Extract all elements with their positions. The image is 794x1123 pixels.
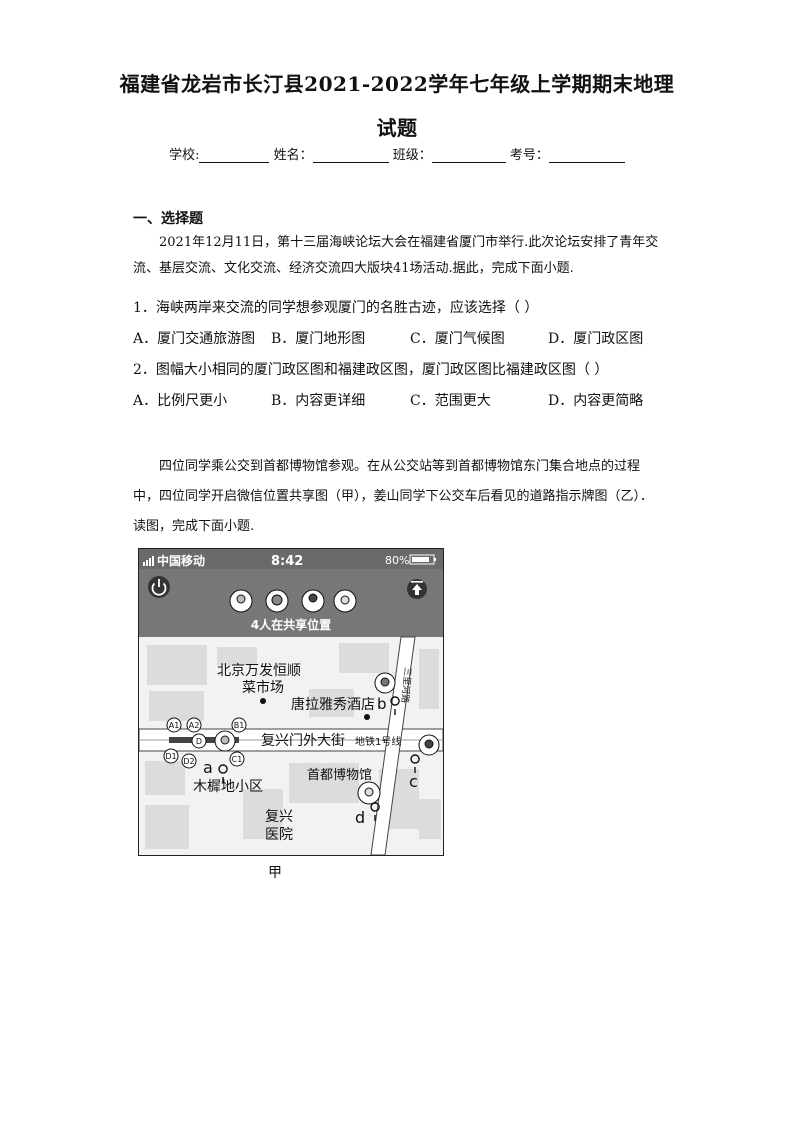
city-blocks: [145, 643, 441, 849]
q2-option-a: A．比例尺更小: [133, 393, 228, 409]
place-label: 菜市场: [242, 679, 284, 696]
point-label-d: d: [355, 808, 365, 827]
map-pin-icon: [218, 764, 228, 783]
power-icon: [148, 576, 170, 598]
exit-label: A2: [189, 721, 200, 730]
avatar-marker-icon: [418, 734, 440, 756]
avatar-icon: [333, 589, 357, 613]
place-label: 唐拉雅秀酒店: [291, 696, 375, 713]
carrier-text: 中国移动: [157, 553, 205, 568]
page-title-line2: 试题: [376, 116, 418, 140]
question-2-stem: 2．图幅大小相同的厦门政区图和福建政区图，厦门政区图比福建政区图（ ）: [133, 362, 609, 378]
student-info-row: 学校: 姓名： 班级： 考号：: [0, 144, 794, 163]
avatar-icon: [265, 589, 289, 613]
exit-label: D2: [183, 757, 194, 766]
market-dot: [260, 698, 266, 704]
q1-option-b: B．厦门地形图: [271, 331, 366, 347]
battery-icon: [409, 554, 436, 565]
q1-option-d: D．厦门政区图: [548, 331, 644, 347]
point-label-b: b: [377, 695, 387, 713]
place-label: 复兴门外大街: [261, 732, 345, 749]
q2-option-d: D．内容更简略: [548, 393, 644, 409]
exam-number-label: 考号：: [509, 148, 549, 163]
name-label: 姓名：: [273, 148, 313, 163]
q2-option-b: B．内容更详细: [271, 393, 366, 409]
question-1-stem: 1．海峡两岸来交流的同学想参观厦门的名胜古迹，应该选择（ ）: [133, 300, 539, 316]
intro-paragraph-1: 2021年12月11日，第十三届海峡论坛大会在福建省厦门市举行.此次论坛安排了青…: [133, 235, 659, 276]
point-label-c: c: [409, 772, 418, 791]
status-bar: [139, 549, 443, 569]
battery-percent: 80%: [385, 554, 409, 567]
hotel-dot: [364, 714, 370, 720]
avatar-marker-icon: [357, 781, 381, 805]
place-label: 复兴: [265, 808, 293, 825]
place-label: 地铁1号线: [355, 735, 401, 748]
class-label: 班级：: [392, 148, 432, 163]
map-pin-icon: [410, 754, 420, 773]
place-label: 医院: [265, 827, 293, 843]
exit-label: B1: [234, 721, 245, 730]
q1-option-c: C．厦门气候图: [410, 331, 505, 347]
location-sharing-map: 中国移动 8:42 80% 4人在共享位置 三里河路: [138, 548, 444, 856]
sharing-count-label: 4人在共享位置: [251, 617, 331, 632]
exit-label: D1: [165, 752, 176, 761]
q2-option-c: C．范围更大: [410, 393, 491, 409]
subway-exits: A1 A2 B1 D D1 D2 C1: [163, 717, 247, 769]
exit-label: C1: [232, 755, 243, 764]
upload-icon: [407, 579, 427, 599]
q1-option-a: A．厦门交通旅游图: [133, 331, 256, 347]
school-label: 学校:: [169, 148, 200, 163]
figure-caption: 甲: [268, 865, 282, 881]
section-heading: 一、选择题: [133, 211, 203, 227]
avatar-icon: [229, 589, 253, 613]
vertical-road-label: 三里河路: [399, 667, 414, 704]
point-label-a: a: [203, 758, 213, 777]
avatar-marker-icon: [374, 672, 396, 694]
clock-text: 8:42: [271, 554, 303, 569]
vertical-road: [370, 636, 416, 855]
map-pin-icon: [370, 802, 380, 821]
avatar-marker-icon: [214, 730, 236, 752]
place-label: 首都博物馆: [307, 768, 372, 783]
place-label: 北京万发恒顺: [217, 663, 301, 679]
exit-label: A1: [169, 721, 180, 730]
map-pin-icon: [390, 696, 400, 715]
exit-label: D: [196, 737, 202, 746]
place-label: 木樨地小区: [193, 779, 263, 795]
page-title-line1: 福建省龙岩市长汀县2021-2022学年七年级上学期期末地理: [119, 72, 675, 96]
signal-icon: [143, 556, 154, 566]
avatar-icon: [301, 589, 325, 613]
intro-paragraph-2: 四位同学乘公交到首都博物馆参观。在从公交站等到首都博物馆东门集合地点的过程中，四…: [133, 459, 654, 534]
